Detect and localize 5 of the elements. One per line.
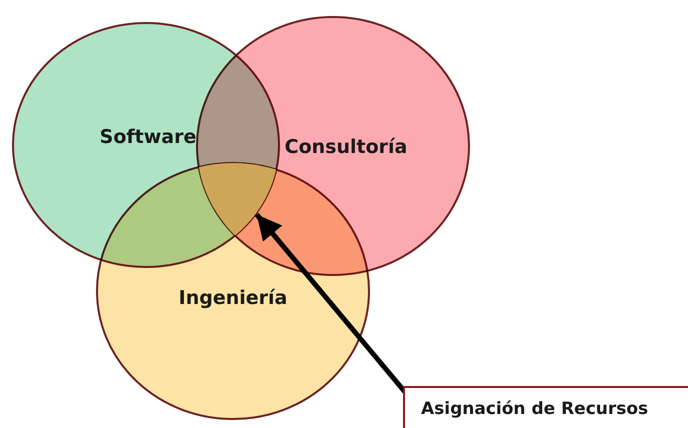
set-label: Consultoría [284,136,408,158]
set-label: Software [100,126,196,148]
callout-text: Asignación de Recursos [421,399,648,419]
set-label: Ingeniería [178,287,288,309]
callout-box [403,386,688,428]
